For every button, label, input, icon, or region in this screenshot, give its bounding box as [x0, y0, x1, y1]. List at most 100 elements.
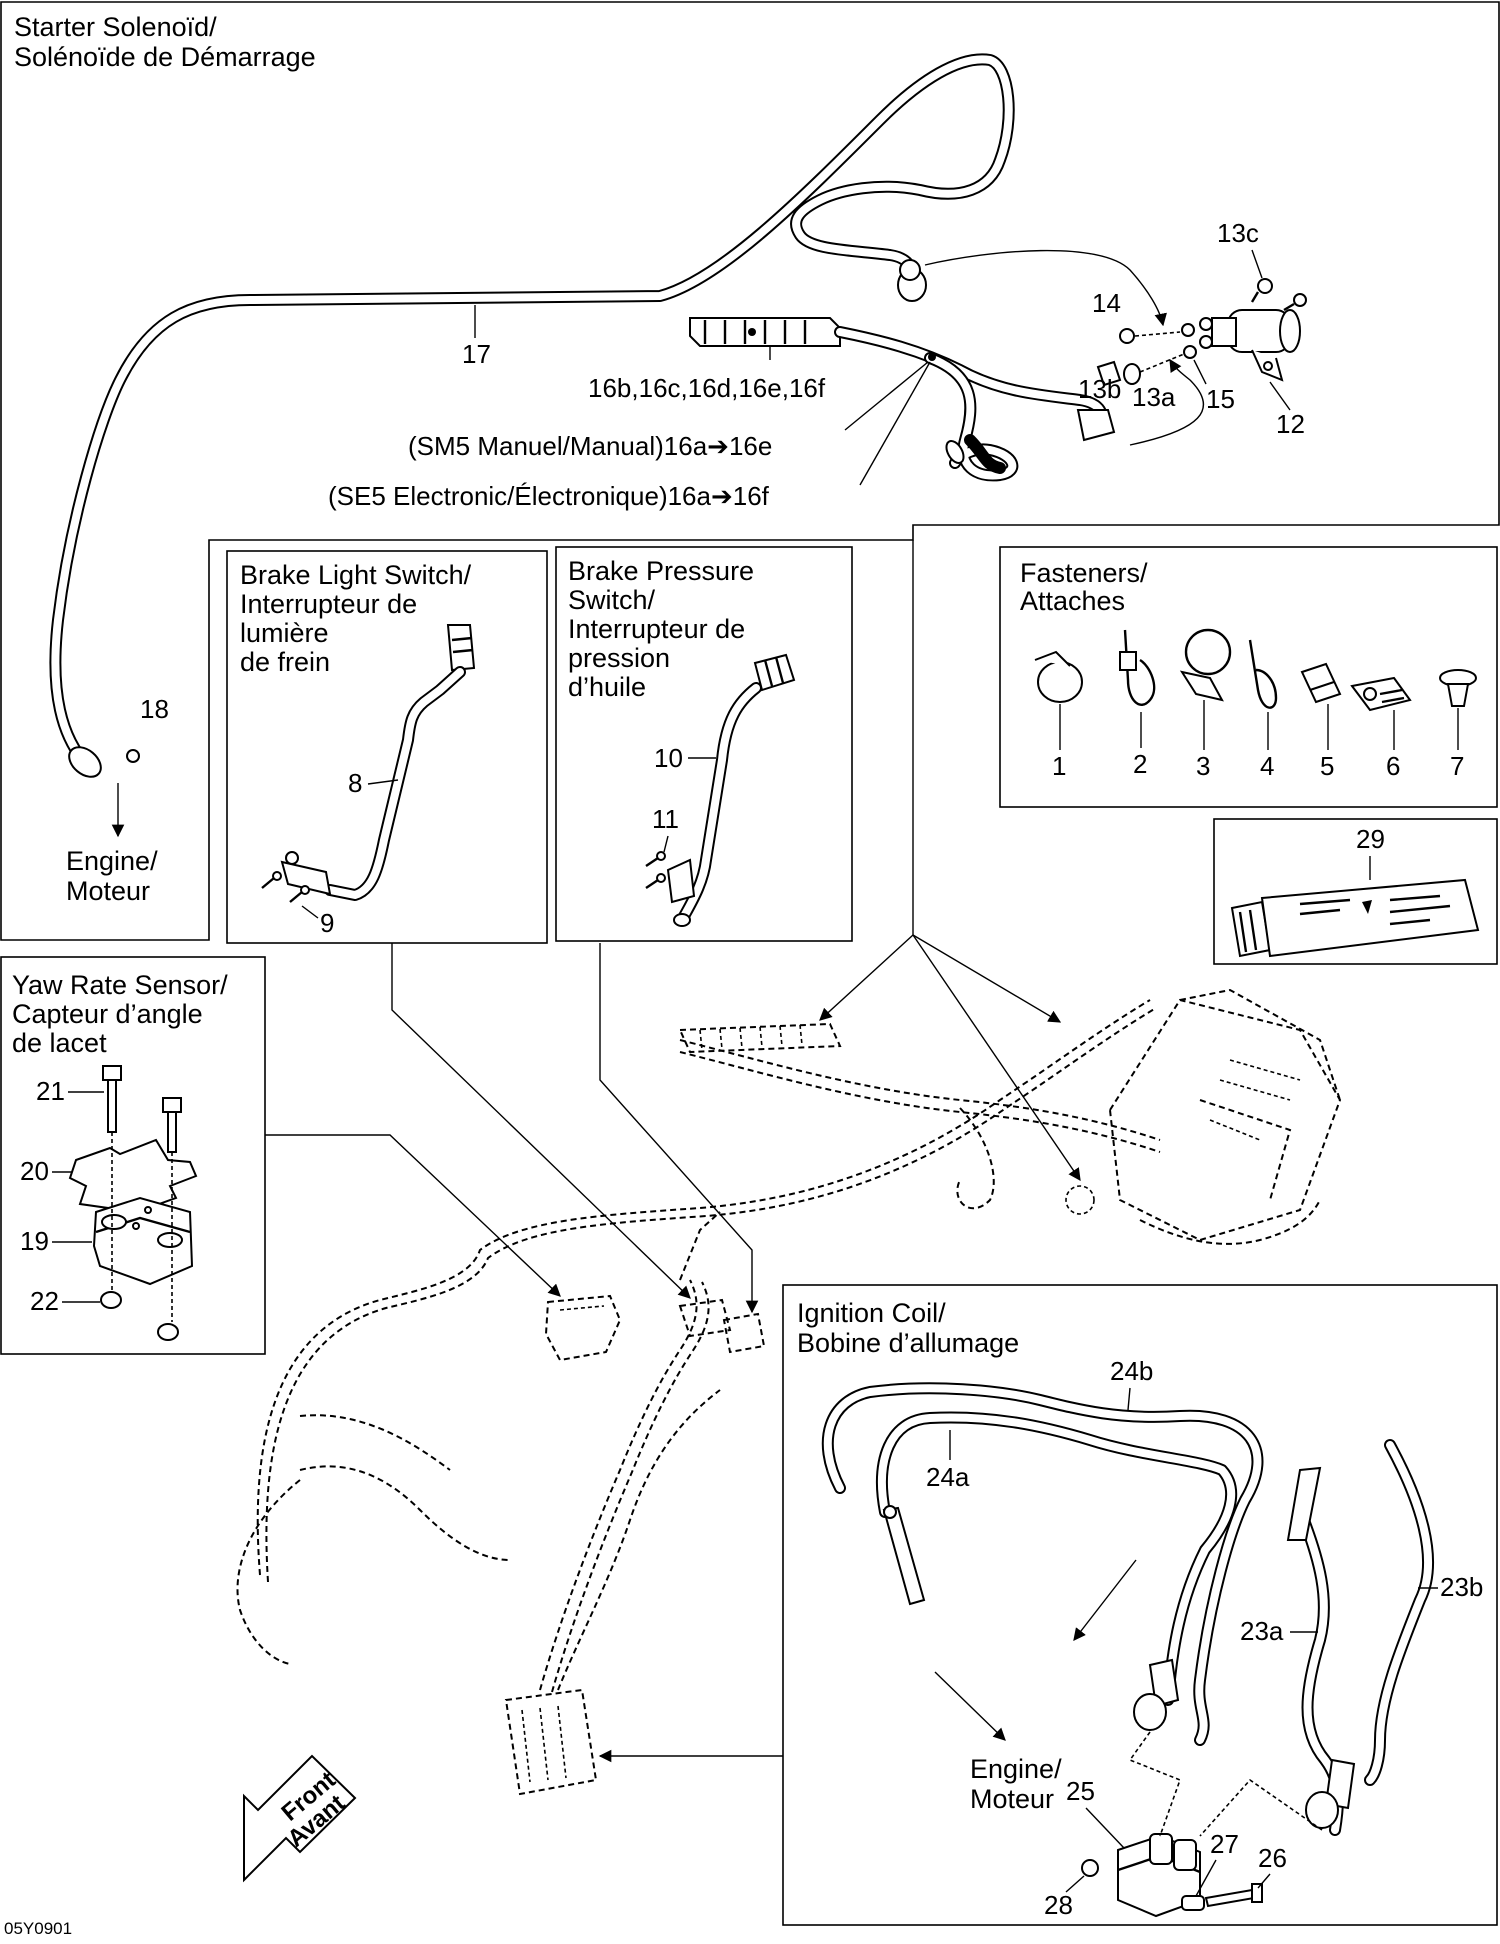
starter-solenoid-title-line1: Starter Solenoïd/	[14, 12, 217, 42]
ignition-to-engine-arrow-left	[934, 1671, 1006, 1741]
label-11: 11	[652, 804, 679, 834]
brake-pressure-title-line5: d’huile	[568, 672, 646, 702]
fastener-label-3: 3	[1196, 751, 1210, 781]
fastener-label-7: 7	[1450, 751, 1464, 781]
fasteners-title-line2: Attaches	[1020, 586, 1125, 616]
leader-27	[1195, 1859, 1217, 1897]
yaw-title-line1: Yaw Rate Sensor/	[12, 970, 228, 1000]
brake-pressure-connector-arrow	[599, 943, 759, 1314]
label-24a: 24a	[926, 1462, 970, 1492]
engine-label-line2: Moteur	[66, 876, 150, 906]
leader-8	[367, 779, 399, 785]
starter-solenoid-panel: Starter Solenoïd/ Solénoïde de Démarrage	[0, 1, 1500, 941]
coil-boot-right	[1305, 1758, 1356, 1829]
fastener-tie-3	[1179, 628, 1232, 702]
engine-block-sketch	[1065, 988, 1342, 1245]
fasteners-panel: Fasteners/ Attaches 1	[999, 546, 1498, 808]
main-wiring-harness	[236, 999, 1161, 1693]
label-21: 21	[36, 1076, 65, 1106]
cable-return-arrow	[1129, 358, 1205, 446]
yaw-bolt-second	[162, 1097, 182, 1153]
label-13b: 13b	[1078, 374, 1121, 404]
brake-light-title-line2: Interrupteur de	[240, 589, 417, 619]
fastener-clip-5	[1300, 662, 1342, 704]
label-29: 29	[1356, 824, 1385, 854]
label-25: 25	[1066, 1776, 1095, 1806]
leader-sm5	[844, 361, 929, 431]
label-15: 15	[1206, 384, 1235, 414]
leader-28	[1065, 1875, 1085, 1893]
fastener-label-4: 4	[1260, 751, 1274, 781]
coil-boot-left	[1133, 1658, 1180, 1731]
compound-tube-icon	[1230, 878, 1480, 958]
coil-nut-28	[1081, 1859, 1099, 1877]
ignition-coil-panel: Ignition Coil/ Bobine d’allumage	[782, 1284, 1498, 1926]
brake-pressure-title-line2: Switch/	[568, 585, 656, 615]
se5-electronic-note: (SE5 Electronic/Électronique)16a➔16f	[328, 481, 770, 511]
yaw-connector-arrow	[265, 1134, 561, 1297]
brake-light-switch-panel: Brake Light Switch/ Interrupteur de lumi…	[226, 550, 548, 944]
label-17: 17	[462, 339, 491, 369]
brake-pressure-switch-panel: Brake Pressure Switch/ Interrupteur de p…	[555, 546, 853, 942]
front-direction-arrow: Front Avant	[243, 1754, 357, 1883]
ignition-title-line1: Ignition Coil/	[797, 1298, 946, 1328]
coil-bolt-26	[1204, 1883, 1263, 1908]
label-16: 16b,16c,16d,16e,16f	[588, 373, 826, 403]
label-20: 20	[20, 1156, 49, 1186]
yaw-gasket-20	[68, 1138, 198, 1220]
brake-light-title-line4: de frein	[240, 647, 330, 677]
yaw-title-line3: de lacet	[12, 1028, 107, 1058]
brake-pressure-title-line4: pression	[568, 643, 670, 673]
brake-light-switch-8	[280, 624, 476, 901]
fastener-rivet-7	[1439, 669, 1477, 707]
label-9: 9	[320, 908, 334, 938]
yaw-bolt-21	[102, 1065, 122, 1133]
leader-9	[301, 905, 319, 919]
label-26: 26	[1258, 1843, 1287, 1873]
spark-plug-wire-23b	[1364, 1439, 1435, 1786]
label-10: 10	[654, 743, 683, 773]
figure-code: 05Y0901	[4, 1919, 72, 1938]
brake-light-title-line1: Brake Light Switch/	[240, 560, 472, 590]
label-18: 18	[140, 694, 169, 724]
fastener-clip-6	[1350, 676, 1412, 712]
brake-light-title-line3: lumière	[240, 618, 329, 648]
coil-spacer-27	[1181, 1895, 1205, 1911]
leader-12	[1269, 381, 1291, 411]
yaw-nut-22	[100, 1291, 179, 1341]
label-23b: 23b	[1440, 1572, 1483, 1602]
fasteners-title-line1: Fasteners/	[1020, 558, 1148, 588]
compound-tube-panel: 29	[1213, 818, 1498, 965]
label-13a: 13a	[1132, 382, 1176, 412]
fastener-label-1: 1	[1052, 751, 1066, 781]
fastener-label-6: 6	[1386, 751, 1400, 781]
starter-solenoid-12	[1199, 278, 1307, 382]
yaw-assembly-guides	[111, 1132, 173, 1322]
ignition-coil-25	[1117, 1833, 1201, 1918]
label-27: 27	[1210, 1829, 1239, 1859]
yaw-rate-sensor-panel: Yaw Rate Sensor/ Capteur d’angle de lace…	[0, 956, 266, 1355]
yaw-title-line2: Capteur d’angle	[12, 999, 203, 1029]
ignition-title-line2: Bobine d’allumage	[797, 1328, 1019, 1358]
spark-plug-wire-24b	[821, 1382, 1264, 1746]
leader-25	[1085, 1807, 1125, 1849]
brake-switch-connectors	[678, 1298, 766, 1354]
starter-solenoid-title-line2: Solénoïde de Démarrage	[14, 42, 316, 72]
screws-11	[645, 851, 666, 889]
coil-assembly-guides	[1128, 1731, 1323, 1837]
battery-cable-17	[49, 53, 1015, 778]
leader-11	[663, 835, 669, 853]
leader-13c	[1251, 249, 1263, 279]
spark-plug-wire-24a	[876, 1411, 1237, 1706]
leader-26	[1257, 1873, 1271, 1889]
ignition-coil-connector	[504, 1688, 598, 1796]
ignition-engine-line1: Engine/	[970, 1754, 1062, 1784]
arrow-to-engine	[912, 934, 1062, 1023]
yaw-sensor-19	[92, 1196, 194, 1286]
brake-pressure-switch-10	[666, 653, 796, 927]
harness-connector-block	[678, 1022, 842, 1054]
label-8: 8	[348, 768, 362, 798]
yaw-sensor-connector	[544, 1294, 622, 1362]
sm5-manual-note: (SM5 Manuel/Manual)16a➔16e	[408, 431, 772, 461]
